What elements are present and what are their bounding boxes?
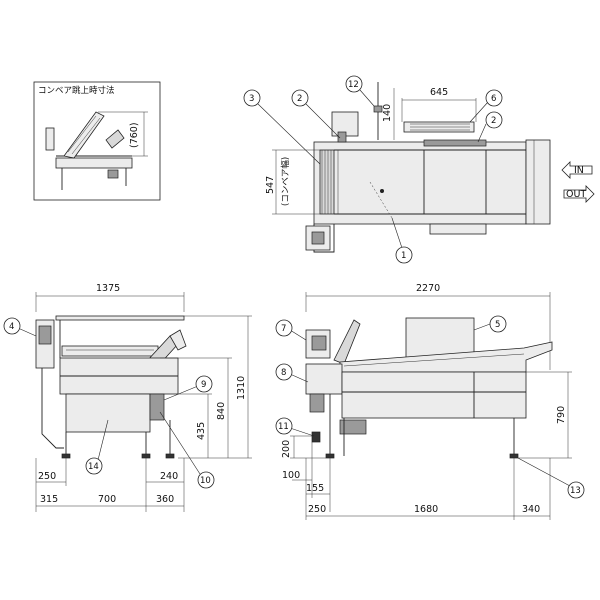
left-dim-360: 360 bbox=[156, 494, 174, 505]
svg-text:3: 3 bbox=[249, 94, 254, 104]
svg-text:11: 11 bbox=[278, 422, 289, 432]
left-oil-tank bbox=[65, 393, 151, 433]
inset-conveyor-raised: コンベア跳上時寸法 (760) bbox=[33, 81, 161, 201]
front-dim-250: 250 bbox=[308, 504, 326, 515]
plan-body bbox=[313, 141, 527, 225]
svg-text:12: 12 bbox=[348, 80, 359, 90]
plan-discharge-end bbox=[525, 139, 551, 225]
svg-text:10: 10 bbox=[200, 476, 211, 486]
plan-dim-645: 645 bbox=[430, 87, 448, 98]
out-label: OUT bbox=[566, 189, 586, 200]
front-exhaust-hood bbox=[405, 317, 475, 359]
callout-12: 12 bbox=[345, 75, 363, 93]
front-valve bbox=[309, 393, 325, 413]
front-dim-200: 200 bbox=[281, 440, 292, 458]
front-dim-155: 155 bbox=[306, 483, 324, 494]
callout-9: 9 bbox=[195, 375, 213, 393]
front-dim-2270: 2270 bbox=[416, 283, 440, 294]
left-side-view: 1375 1310 840 435 bbox=[35, 283, 252, 512]
callout-7: 7 bbox=[275, 319, 293, 337]
callout-5: 5 bbox=[489, 315, 507, 333]
callout-1: 1 bbox=[395, 246, 413, 264]
callout-8: 8 bbox=[275, 363, 293, 381]
left-dim-1375: 1375 bbox=[96, 283, 120, 294]
callout-6: 6 bbox=[485, 89, 503, 107]
front-dim-1680: 1680 bbox=[414, 504, 438, 515]
svg-text:8: 8 bbox=[281, 368, 286, 378]
front-fryer-tank bbox=[341, 371, 527, 419]
plan-conveyor-note: (コンベア幅) bbox=[280, 157, 291, 206]
left-conveyor-rail bbox=[61, 345, 159, 357]
inset-height-label: (760) bbox=[129, 122, 140, 148]
svg-text:5: 5 bbox=[495, 320, 500, 330]
plan-loading-hopper bbox=[319, 149, 335, 215]
front-dim-790: 790 bbox=[556, 406, 567, 424]
inset-title: コンベア跳上時寸法 bbox=[38, 85, 115, 96]
left-dim-250: 250 bbox=[38, 471, 56, 482]
out-arrow-icon: OUT bbox=[563, 185, 595, 203]
inset-raised-conveyor bbox=[63, 111, 105, 159]
front-dim-100: 100 bbox=[282, 470, 300, 481]
svg-text:2: 2 bbox=[491, 116, 496, 126]
inset-frame bbox=[33, 81, 161, 201]
in-arrow-icon: IN bbox=[561, 161, 593, 179]
inset-control-box bbox=[45, 127, 55, 151]
svg-text:13: 13 bbox=[570, 486, 581, 496]
left-dim-700: 700 bbox=[98, 494, 116, 505]
front-view: 2270 790 200 bbox=[281, 283, 572, 520]
svg-text:6: 6 bbox=[491, 94, 496, 104]
callout-2-right: 2 bbox=[485, 111, 503, 129]
left-dim-240: 240 bbox=[160, 471, 178, 482]
front-loading-chute bbox=[333, 319, 361, 365]
front-burner-box bbox=[305, 363, 343, 395]
callout-10: 10 bbox=[197, 471, 215, 489]
callouts: 1 2 2 3 4 5 bbox=[3, 75, 585, 499]
left-dim-435: 435 bbox=[196, 422, 207, 440]
svg-text:1: 1 bbox=[401, 251, 406, 261]
front-dim-340: 340 bbox=[522, 504, 540, 515]
plan-dim-547: 547 bbox=[265, 176, 276, 194]
callout-13: 13 bbox=[567, 481, 585, 499]
svg-text:14: 14 bbox=[88, 462, 99, 472]
svg-text:2: 2 bbox=[297, 94, 302, 104]
left-dim-1310: 1310 bbox=[236, 376, 247, 400]
callout-4: 4 bbox=[3, 317, 21, 335]
callout-2-top: 2 bbox=[291, 89, 309, 107]
front-drain-tray bbox=[339, 419, 367, 435]
svg-text:4: 4 bbox=[9, 322, 14, 332]
plan-dim-140: 140 bbox=[382, 104, 393, 122]
in-label: IN bbox=[574, 165, 584, 176]
svg-text:7: 7 bbox=[281, 324, 286, 334]
svg-text:9: 9 bbox=[201, 380, 206, 390]
left-drain-valve bbox=[149, 393, 165, 421]
left-dim-840: 840 bbox=[216, 402, 227, 420]
callout-11: 11 bbox=[275, 417, 293, 435]
callout-3: 3 bbox=[243, 89, 261, 107]
left-dim-315: 315 bbox=[40, 494, 58, 505]
inset-fryer-body bbox=[55, 157, 133, 169]
top-view: 645 140 547 (コンベア幅) IN OUT bbox=[265, 82, 595, 253]
callout-14: 14 bbox=[85, 457, 103, 475]
